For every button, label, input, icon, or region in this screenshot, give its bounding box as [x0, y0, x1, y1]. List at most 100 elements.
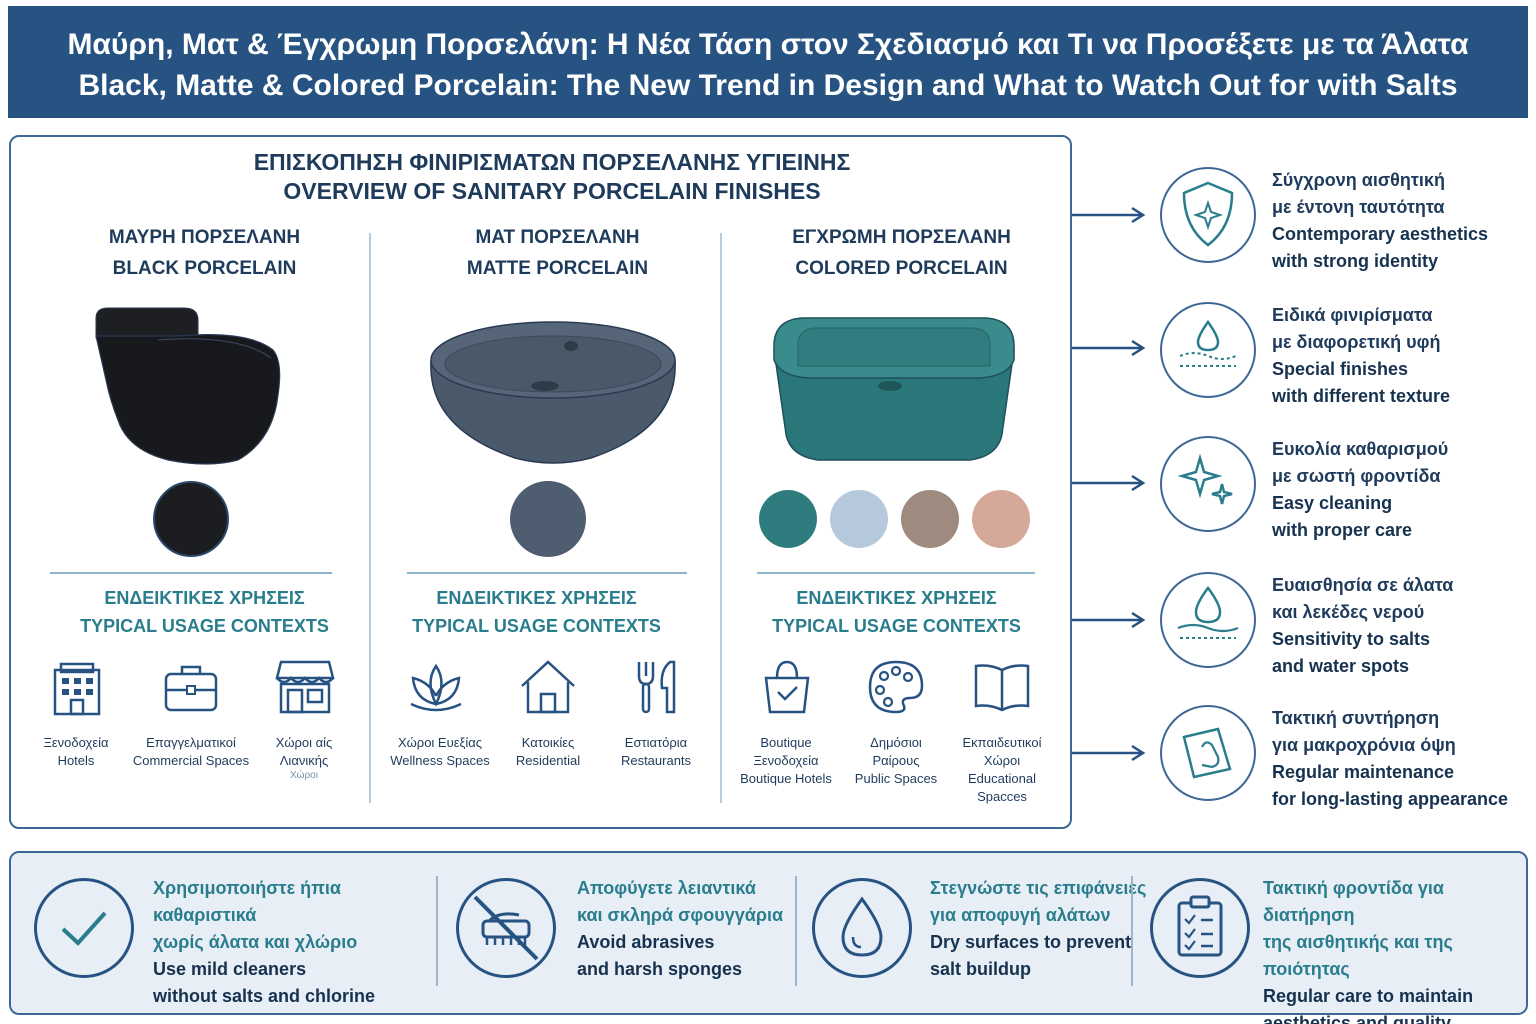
tip-text: Στεγνώστε τις επιφάνειες για αποφυγή αλά… — [930, 875, 1146, 983]
column-title-greek: ΜΑΥΡΗ ΠΟΡΣΕΛΑΝΗ — [108, 227, 301, 248]
use-label-educational: Εκπαιδευτικοί Χώροι Educational Spacces — [952, 734, 1052, 806]
use-label-english: Hotels — [57, 753, 95, 768]
divider-line — [757, 572, 1035, 574]
tip-text-greek: Αποφύγετε λειαντικά — [577, 878, 756, 898]
feature-circle — [1160, 436, 1256, 532]
feature-text: Σύγχρονη αισθητική με έντονη ταυτότητα C… — [1272, 167, 1488, 275]
feature-text-greek-2: με έντονη ταυτότητα — [1272, 197, 1445, 217]
tip-text-english: Dry surfaces to prevent — [930, 932, 1132, 952]
book-icon — [974, 664, 1030, 712]
use-label-residential: Κατοικίες Residential — [498, 734, 598, 770]
divider-line — [50, 572, 332, 574]
column-title-greek: ΜΑΤ ΠΟΡΣΕΛΑΝΗ — [475, 227, 640, 248]
tip-text-english: Regular care to maintain — [1263, 986, 1474, 1006]
use-label-boutique: Boutique Ξενοδοχεία Boutique Hotels — [734, 734, 838, 788]
tip-circle — [456, 878, 556, 978]
feature-text: Ευκολία καθαρισμού με σωστή φροντίδα Eas… — [1272, 436, 1448, 544]
arrow-right-icon — [1072, 474, 1146, 492]
use-label-commercial: Επαγγελματικοί Commercial Spaces — [128, 734, 254, 770]
no-scrub-brush-icon — [473, 895, 539, 961]
divider-line — [407, 572, 687, 574]
lotus-icon — [410, 663, 462, 712]
use-label-greek: Ξενοδοχεία — [43, 735, 109, 750]
feature-text-english: Sensitivity to salts — [1272, 629, 1431, 649]
side-item-maintenance: Τακτική συντήρηση για μακροχρόνια όψη Re… — [1072, 705, 1522, 815]
feature-text-greek-2: και λεκέδες νερού — [1272, 602, 1425, 622]
tip-divider — [436, 876, 438, 986]
tip-text-greek-2: για αποφυγή αλάτων — [930, 905, 1111, 925]
usage-heading-english: TYPICAL USAGE CONTEXTS — [80, 616, 329, 636]
feature-text-greek-2: για μακροχρόνια όψη — [1272, 735, 1456, 755]
teal-color-swatch — [759, 490, 817, 548]
usage-heading-greek: ΕΝΔΕΙΚΤΙΚΕΣ ΧΡΗΣΕΙΣ — [436, 588, 637, 608]
use-label-english: Public Spaces — [854, 771, 938, 786]
tip-divider — [1131, 876, 1133, 986]
usage-heading-english: TYPICAL USAGE CONTEXTS — [772, 616, 1021, 636]
column-title-english: BLACK PORCELAIN — [112, 258, 297, 279]
feature-text-greek: Ευκολία καθαρισμού — [1272, 439, 1449, 459]
tip-text-english-2: aesthetics and quality — [1263, 1013, 1452, 1024]
tip-text-english-2: and harsh sponges — [577, 959, 743, 979]
tip-circle — [34, 878, 134, 978]
feature-text-english: Easy cleaning — [1272, 493, 1393, 513]
tip-text-greek-2: της αισθητικής και της ποιότητας — [1263, 932, 1453, 979]
use-label-english-2: Spacces — [977, 789, 1027, 804]
storefront-icon — [275, 660, 335, 714]
feature-text-english-2: with different texture — [1272, 386, 1451, 406]
tip-mild-cleaners: Χρησιμοποιήστε ήπια καθαριστικά χωρίς άλ… — [34, 851, 434, 1015]
column-matte-porcelain: ΜΑΤ ΠΟΡΣΕΛΑΝΗ MATTE PORCELAIN ΕΝΔΕΙΚΤΙΚΕ… — [385, 222, 730, 822]
black-color-swatch — [153, 481, 229, 557]
use-label-greek: Boutique — [760, 735, 812, 750]
usage-heading-greek: ΕΝΔΕΙΚΤΙΚΕΣ ΧΡΗΣΕΙΣ — [796, 588, 997, 608]
use-label-greek-2: Ξενοδοχεία — [753, 753, 819, 768]
use-label-greek: Χώροι αίς — [275, 735, 333, 750]
column-title-english: MATTE PORCELAIN — [466, 258, 649, 279]
column-colored-porcelain: ΕΓΧΡΩΜΗ ΠΟΡΣΕΛΑΝΗ COLORED PORCELAIN ΕΝΔΕ… — [729, 222, 1074, 822]
tip-text-greek: Τακτική φροντίδα για διατήρηση — [1263, 878, 1444, 925]
use-label-hotels: Ξενοδοχεία Hotels — [26, 734, 126, 770]
feature-text-english: Contemporary aesthetics — [1272, 224, 1489, 244]
tip-text-greek: Στεγνώστε τις επιφάνειες — [930, 878, 1147, 898]
tip-circle — [1150, 878, 1250, 978]
feature-text-english-2: for long-lasting appearance — [1272, 789, 1509, 809]
feature-circle — [1160, 705, 1256, 801]
tip-text-greek-2: και σκληρά σφουγγάρια — [577, 905, 784, 925]
house-icon — [521, 660, 575, 714]
tip-text-english-2: salt buildup — [930, 959, 1031, 979]
black-toilet-icon — [95, 307, 281, 465]
tip-regular-care: Τακτική φροντίδα για διατήρηση της αισθη… — [1150, 851, 1520, 1024]
feature-circle — [1160, 167, 1256, 263]
side-item-aesthetics: Σύγχρονη αισθητική με έντονη ταυτότητα C… — [1072, 167, 1522, 277]
feature-text-greek: Τακτική συντήρηση — [1272, 708, 1440, 728]
checkmark-icon — [61, 911, 107, 946]
use-label-greek: Δημόσιοι — [870, 735, 922, 750]
use-label-english: Residential — [515, 753, 581, 768]
feature-text-greek: Ειδικά φινιρίσματα — [1272, 305, 1433, 325]
tip-divider — [795, 876, 797, 986]
cutlery-icon — [637, 660, 676, 714]
droplet-texture-icon — [1179, 319, 1237, 367]
shopping-bag-icon — [764, 660, 810, 714]
use-label-public: Δημόσιοι Ραίρους Public Spaces — [846, 734, 946, 788]
overview-title-english: OVERVIEW OF SANITARY PORCELAIN FINISHES — [283, 178, 821, 204]
feature-circle — [1160, 302, 1256, 398]
tip-text: Τακτική φροντίδα για διατήρηση της αισθη… — [1263, 875, 1520, 1024]
column-divider — [369, 233, 371, 803]
teal-basin-icon — [773, 317, 1015, 461]
tip-text: Αποφύγετε λειαντικά και σκληρά σφουγγάρι… — [577, 875, 783, 983]
use-label-greek: Εστιατόρια — [624, 735, 688, 750]
column-black-porcelain: ΜΑΥΡΗ ΠΟΡΣΕΛΑΝΗ BLACK PORCELAIN ΕΝΔΕΙΚΤΙ… — [32, 222, 377, 822]
feature-circle — [1160, 572, 1256, 668]
droplet-layers-icon — [1177, 585, 1239, 639]
taupe-color-swatch — [901, 490, 959, 548]
use-label-wellness: Χώροι Ευεξίας Wellness Spaces — [386, 734, 494, 770]
tip-text-greek: Χρησιμοποιήστε ήπια καθαριστικά — [153, 878, 341, 925]
use-label-greek-2: Χώροι — [983, 753, 1021, 768]
tip-text: Χρησιμοποιήστε ήπια καθαριστικά χωρίς άλ… — [153, 875, 434, 1010]
header-banner: Μαύρη, Ματ & Έγχρωμη Πορσελάνη: Η Νέα Τά… — [8, 6, 1528, 118]
use-label-greek: Κατοικίες — [521, 735, 575, 750]
tip-text-english: Avoid abrasives — [577, 932, 715, 952]
feature-text-english: Regular maintenance — [1272, 762, 1455, 782]
arrow-right-icon — [1072, 744, 1146, 762]
sparkles-icon — [1177, 453, 1233, 505]
